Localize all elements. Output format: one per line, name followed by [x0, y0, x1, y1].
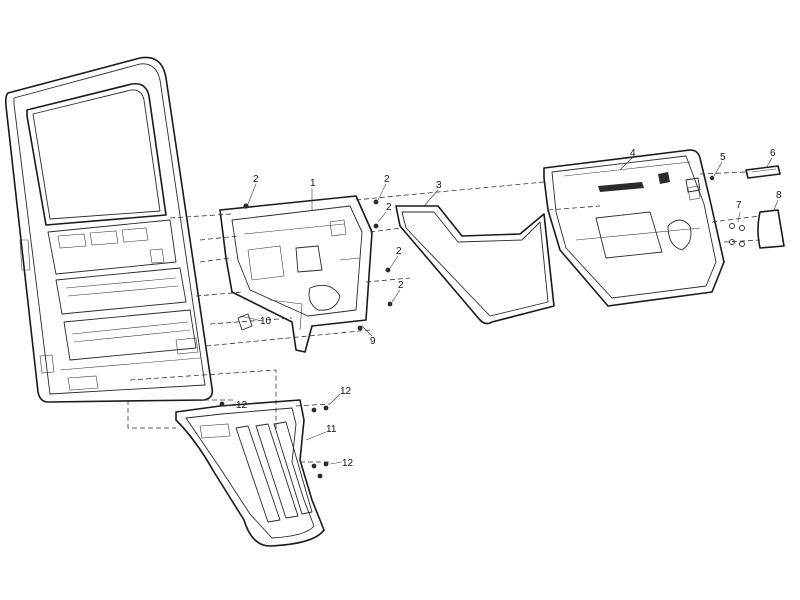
label-part-4: 4	[630, 148, 636, 159]
trim-strip-part-6	[745, 165, 781, 179]
insulation-sheet	[395, 205, 555, 325]
leader-lines	[223, 157, 779, 465]
label-part-2-top: 2	[253, 174, 259, 185]
window-regulator-panel	[219, 195, 373, 353]
label-part-7: 7	[736, 200, 742, 211]
lower-step-panel	[175, 399, 325, 547]
label-part-2-right-c: 2	[396, 246, 402, 257]
label-part-10: 10	[260, 316, 272, 327]
label-part-1: 1	[310, 178, 316, 189]
label-part-5: 5	[720, 152, 726, 163]
part-labels: 1 2 2 2 2 2 3 4 5 6 7 8 9 10 11 12 12 12	[236, 148, 782, 469]
clip-part-5	[685, 177, 701, 193]
label-part-9: 9	[370, 336, 376, 347]
assembly-guide-lines	[127, 171, 761, 463]
label-part-3: 3	[436, 180, 442, 191]
label-part-12-top: 12	[340, 386, 352, 397]
label-part-2-right-b: 2	[386, 202, 392, 213]
label-part-8: 8	[776, 190, 782, 201]
label-part-12-left: 12	[236, 400, 248, 411]
label-part-6: 6	[770, 148, 776, 159]
door-frame	[4, 56, 214, 403]
label-part-2-right-d: 2	[398, 280, 404, 291]
fasteners-part-7	[729, 223, 745, 247]
label-part-2-right-a: 2	[384, 174, 390, 185]
bolts	[219, 175, 715, 479]
cover-cap-part-8	[757, 209, 785, 249]
label-part-12-bottom: 12	[342, 458, 354, 469]
door-trim-panel	[543, 149, 725, 307]
label-part-11: 11	[326, 424, 337, 435]
